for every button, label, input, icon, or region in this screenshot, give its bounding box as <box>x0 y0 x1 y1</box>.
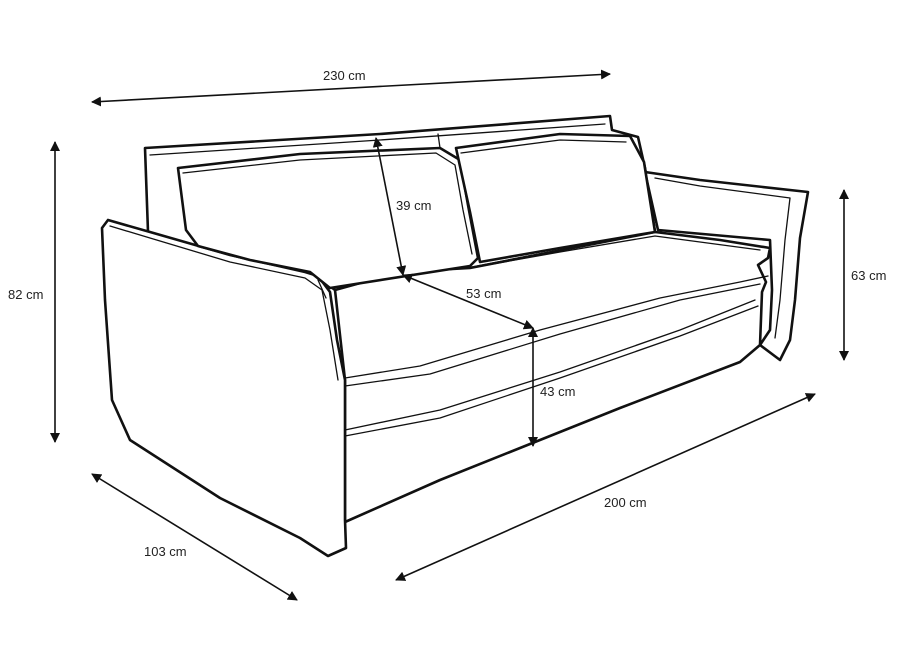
seat-depth-arrow <box>402 273 534 330</box>
total-height-label: 82 cm <box>8 287 43 302</box>
seat-height-label: 43 cm <box>540 384 575 399</box>
overall-width-label: 230 cm <box>323 68 366 83</box>
sofa-right-arm <box>643 170 810 362</box>
seat-width-arrow <box>395 393 816 581</box>
total-depth-label: 103 cm <box>144 544 187 559</box>
arm-height-label: 63 cm <box>851 268 886 283</box>
seat-depth-label: 53 cm <box>466 286 501 301</box>
overall-width-arrow <box>91 69 611 107</box>
back-cushion-height-label: 39 cm <box>396 198 431 213</box>
seat-width-label: 200 cm <box>604 495 647 510</box>
back-cushion-height-arrow <box>372 137 407 276</box>
total-depth-arrow <box>91 473 298 601</box>
back-cushion-right <box>454 132 657 264</box>
